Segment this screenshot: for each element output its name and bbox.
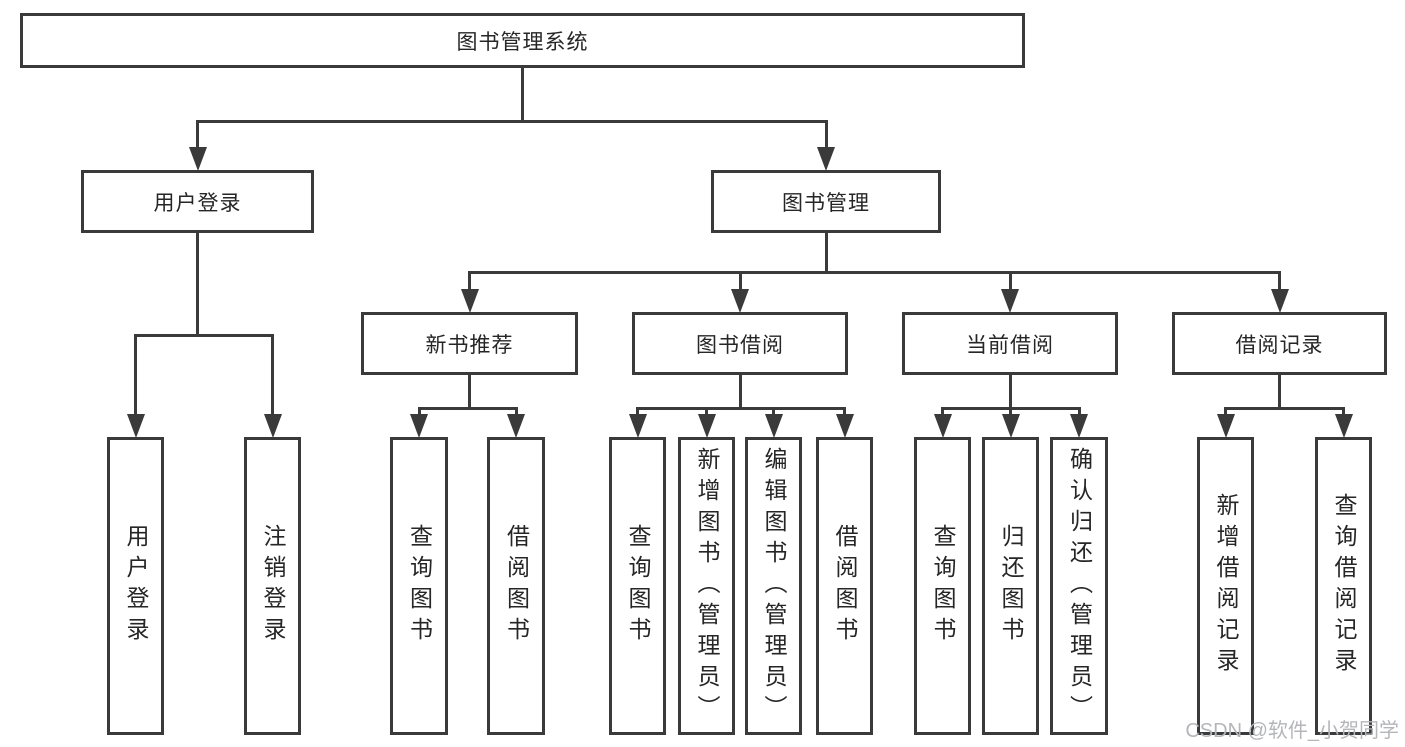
node-label: 图书管理系统 bbox=[456, 30, 589, 54]
node-library-system: 图书管理系统 bbox=[20, 13, 1025, 68]
node-label: 查询图书 bbox=[406, 524, 433, 648]
node-borrowing-records: 借阅记录 bbox=[1172, 312, 1387, 375]
node-book-management: 图书管理 bbox=[711, 170, 941, 233]
arrowhead-user-login-action bbox=[126, 414, 145, 438]
node-label: 查询图书 bbox=[625, 524, 651, 648]
connector-book-management-drop bbox=[824, 233, 828, 272]
arrowhead-borrowing-records bbox=[1270, 289, 1289, 313]
node-label: 新增图书（管理员） bbox=[694, 446, 720, 726]
connector-book-management-rail bbox=[468, 270, 1281, 274]
node-label: 查询借阅记录 bbox=[1331, 493, 1357, 679]
node-current-return-book: 归还图书 bbox=[982, 437, 1039, 735]
connector-library-system-drop bbox=[521, 68, 524, 121]
connector-book-management-borrowing-records bbox=[1278, 272, 1281, 296]
arrowhead-current-borrowing bbox=[1001, 289, 1019, 313]
connector-book-management-book-borrowing bbox=[738, 272, 742, 296]
connector-user-login-drop bbox=[196, 233, 199, 335]
connector-library-system-book-management bbox=[824, 121, 828, 154]
arrowhead-recommend-query-book bbox=[410, 414, 428, 438]
node-label: 借阅记录 bbox=[1235, 333, 1324, 357]
watermark: CSDN @软件_小贺同学 bbox=[1185, 720, 1399, 742]
node-label: 确认归还（管理员） bbox=[1066, 446, 1093, 726]
node-current-query-book: 查询图书 bbox=[914, 437, 971, 735]
node-label: 借阅图书 bbox=[832, 524, 858, 648]
node-current-borrowing: 当前借阅 bbox=[902, 312, 1118, 375]
node-label: 图书借阅 bbox=[696, 333, 784, 357]
node-book-borrowing: 图书借阅 bbox=[632, 312, 848, 375]
connector-new-book-recommend-drop bbox=[468, 375, 471, 408]
arrowhead-records-query-record bbox=[1334, 414, 1353, 438]
node-label: 用户登录 bbox=[123, 524, 149, 648]
node-label: 编辑图书（管理员） bbox=[761, 446, 787, 726]
node-label: 新书推荐 bbox=[425, 333, 514, 357]
connector-new-book-recommend-rail bbox=[417, 406, 518, 410]
node-borrowing-add-book-admin: 新增图书（管理员） bbox=[678, 437, 735, 735]
arrowhead-book-management bbox=[817, 147, 835, 171]
connector-current-borrowing-drop bbox=[1008, 375, 1012, 408]
arrowhead-records-add-record bbox=[1216, 414, 1235, 438]
connector-book-management-new-book-recommend bbox=[468, 272, 471, 296]
node-label: 归还图书 bbox=[998, 524, 1024, 648]
connector-book-borrowing-drop bbox=[738, 375, 742, 408]
arrowhead-book-borrowing bbox=[731, 289, 749, 313]
connector-library-system-user-login bbox=[196, 121, 199, 154]
arrowhead-logout-action bbox=[263, 414, 282, 438]
arrowhead-borrowing-borrow-book bbox=[835, 414, 854, 438]
arrowhead-new-book-recommend bbox=[460, 289, 479, 313]
node-current-confirm-return-admin: 确认归还（管理员） bbox=[1050, 437, 1108, 735]
node-label: 用户登录 bbox=[153, 191, 242, 215]
node-new-book-recommend: 新书推荐 bbox=[361, 312, 578, 375]
connector-borrowing-records-drop bbox=[1278, 375, 1281, 408]
node-recommend-borrow-book: 借阅图书 bbox=[487, 437, 545, 735]
node-label: 图书管理 bbox=[782, 191, 870, 215]
connector-user-login-user-login-action bbox=[134, 335, 137, 421]
node-borrowing-edit-book-admin: 编辑图书（管理员） bbox=[745, 437, 802, 735]
node-user-login: 用户登录 bbox=[81, 170, 314, 233]
arrowhead-borrowing-query-book bbox=[628, 414, 647, 438]
arrowhead-current-query-book bbox=[933, 414, 952, 438]
arrowhead-current-confirm-return-admin bbox=[1070, 414, 1088, 438]
connector-user-login-logout-action bbox=[271, 335, 274, 421]
arrowhead-borrowing-add-book-admin bbox=[697, 414, 716, 438]
connector-book-borrowing-rail bbox=[636, 406, 846, 410]
arrowhead-recommend-borrow-book bbox=[507, 414, 525, 438]
node-borrowing-borrow-book: 借阅图书 bbox=[816, 437, 873, 735]
connector-borrowing-records-rail bbox=[1224, 406, 1345, 410]
node-label: 查询图书 bbox=[930, 524, 956, 648]
node-recommend-query-book: 查询图书 bbox=[390, 437, 448, 735]
node-label: 借阅图书 bbox=[503, 524, 530, 648]
node-records-query-record: 查询借阅记录 bbox=[1315, 437, 1372, 735]
node-user-login-action: 用户登录 bbox=[107, 437, 164, 735]
connector-library-system-rail bbox=[196, 119, 828, 123]
node-label: 当前借阅 bbox=[966, 333, 1054, 357]
node-label: 注销登录 bbox=[260, 524, 286, 648]
node-borrowing-query-book: 查询图书 bbox=[609, 437, 666, 735]
arrowhead-user-login bbox=[188, 147, 207, 171]
connector-user-login-rail bbox=[134, 333, 274, 337]
connector-book-management-current-borrowing bbox=[1008, 272, 1012, 296]
node-logout-action: 注销登录 bbox=[244, 437, 301, 735]
node-label: 新增借阅记录 bbox=[1213, 493, 1239, 679]
arrowhead-borrowing-edit-book-admin bbox=[764, 414, 783, 438]
arrowhead-current-return-book bbox=[1001, 414, 1020, 438]
node-records-add-record: 新增借阅记录 bbox=[1197, 437, 1254, 735]
